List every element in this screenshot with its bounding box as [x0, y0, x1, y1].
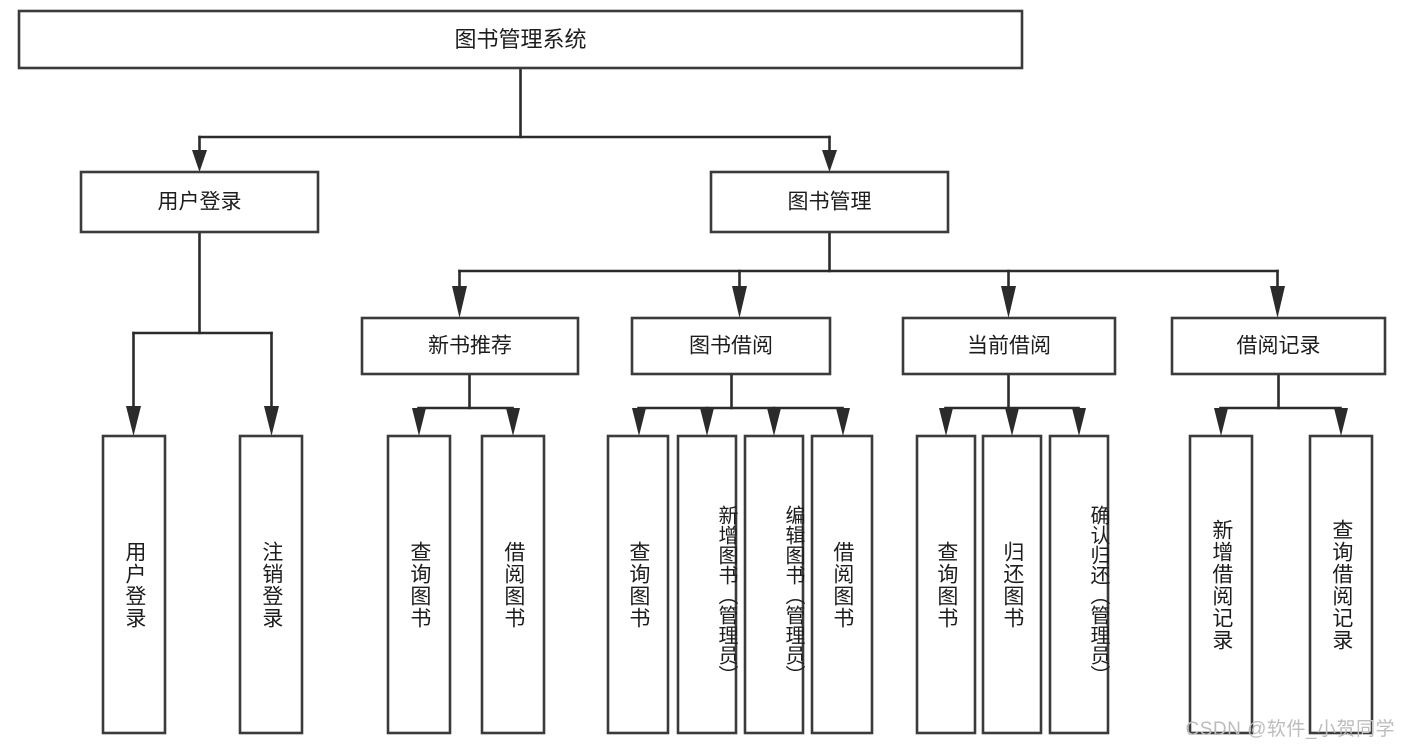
node-root-label: 图书管理系统 — [454, 27, 586, 52]
node-user-login[interactable]: 用户登录 — [79, 170, 320, 234]
arrow-head-leaf-current-3 — [1072, 408, 1086, 436]
leaf-box-query-borrow-record[interactable] — [1308, 434, 1374, 735]
arrow-head-userlogin — [192, 150, 207, 172]
arrow-head-leaf-record-1 — [1214, 408, 1228, 436]
leaf-box-query-book-current[interactable] — [915, 434, 977, 735]
node-user-login-label: 用户登录 — [158, 191, 242, 214]
arrow-head-leaf-borrow-4 — [836, 408, 850, 436]
node-root-box[interactable] — [17, 9, 1024, 70]
node-book-management[interactable]: 图书管理 — [709, 170, 950, 234]
arrow-head-leaf-record-2 — [1334, 408, 1348, 436]
leaf-box-borrow-book-new[interactable] — [480, 434, 546, 735]
leaf-box-user-login[interactable] — [101, 434, 167, 735]
node-book-management-label: 图书管理 — [788, 191, 872, 214]
arrow-head-leaf-logout — [264, 406, 279, 436]
leaf-box-query-book-borrow[interactable] — [606, 434, 670, 735]
node-current-borrow[interactable]: 当前借阅 — [901, 316, 1117, 376]
arrow-head-leaf-borrow-3 — [767, 408, 781, 436]
arrow-head-current — [1001, 286, 1016, 318]
leaf-box-confirm-return-admin[interactable] — [1048, 434, 1110, 735]
node-current-borrow-box[interactable] — [901, 316, 1117, 376]
watermark-text: CSDN @软件_小贺同学 — [1185, 719, 1395, 740]
arrow-head-leaf-borrow-2 — [700, 408, 714, 436]
leaf-box-return-book[interactable] — [981, 434, 1043, 735]
node-new-book-recommend-box[interactable] — [360, 316, 580, 376]
node-new-book-recommend[interactable]: 新书推荐 — [360, 316, 580, 376]
node-root[interactable]: 图书管理系统 — [17, 9, 1024, 70]
node-borrow-record-box[interactable] — [1170, 316, 1387, 376]
node-book-management-box[interactable] — [709, 170, 950, 234]
node-new-book-recommend-label: 新书推荐 — [428, 335, 512, 358]
node-borrow-record-label: 借阅记录 — [1237, 335, 1321, 358]
leaf-box-add-borrow-record[interactable] — [1188, 434, 1254, 735]
arrow-head-borrow — [732, 286, 747, 318]
arrow-head-leaf-current-1 — [939, 408, 953, 436]
leaf-box-add-book-admin[interactable] — [676, 434, 738, 735]
leaf-box-query-book-new[interactable] — [386, 434, 452, 735]
arrow-head-leaf-newbook-2 — [506, 408, 520, 436]
arrow-head-leaf-borrow-1 — [632, 408, 646, 436]
connector-layer — [126, 66, 1348, 436]
arrow-head-leaf-newbook-1 — [412, 408, 426, 436]
node-book-borrow-box[interactable] — [630, 316, 832, 376]
leaf-box-borrow-book[interactable] — [810, 434, 874, 735]
arrow-head-leaf-userlogin — [126, 406, 141, 436]
node-user-login-box[interactable] — [79, 170, 320, 234]
leaf-box-edit-book-admin[interactable] — [743, 434, 805, 735]
node-book-borrow[interactable]: 图书借阅 — [630, 316, 832, 376]
arrow-head-leaf-current-2 — [1005, 408, 1019, 436]
leaf-box-layer — [101, 434, 1374, 735]
leaf-box-logout[interactable] — [238, 434, 304, 735]
arrow-head-bookmgmt — [822, 150, 837, 172]
node-book-borrow-label: 图书借阅 — [689, 335, 773, 358]
node-current-borrow-label: 当前借阅 — [967, 335, 1051, 358]
arrow-head-newbook — [452, 286, 467, 318]
node-borrow-record[interactable]: 借阅记录 — [1170, 316, 1387, 376]
arrow-head-record — [1270, 286, 1285, 318]
